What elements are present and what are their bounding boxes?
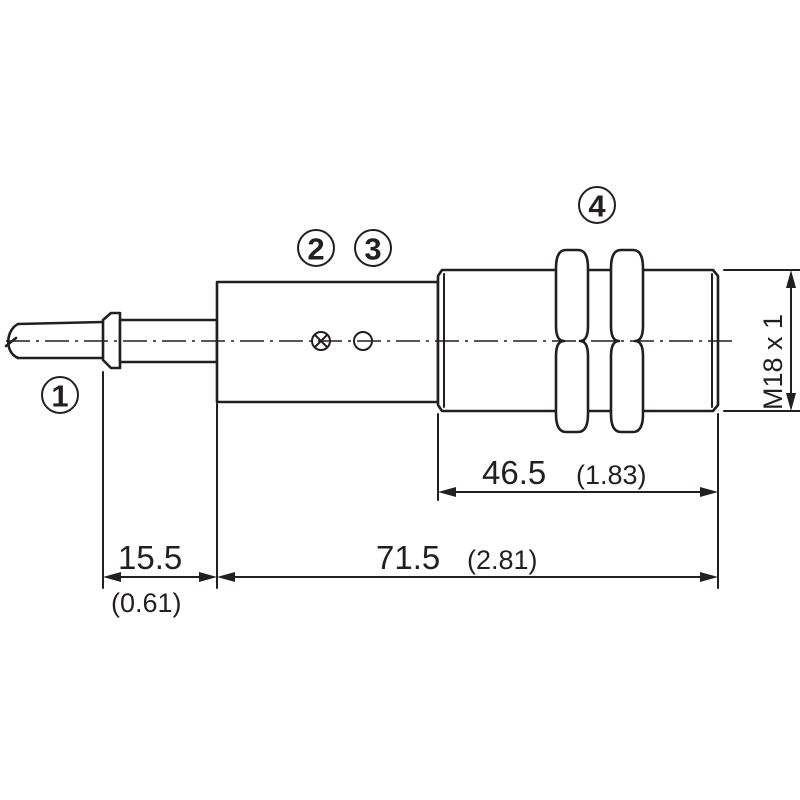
indicator-led-x-icon (311, 331, 331, 351)
callout-3: 3 (354, 229, 392, 267)
callout-4: 4 (578, 186, 616, 224)
extension-lines (102, 269, 800, 589)
dimension-cable-end-inch: (0.61) (111, 588, 182, 618)
sensor-housing (215, 280, 440, 404)
dimension-thread-length: 46.5 (1.83) (438, 454, 718, 497)
svg-text:1: 1 (51, 379, 68, 414)
dimension-total-length-value: 71.5 (376, 539, 440, 576)
cable-gland (101, 311, 219, 370)
callout-2: 2 (297, 229, 335, 267)
svg-text:4: 4 (588, 189, 606, 224)
lock-nut-2 (609, 248, 645, 434)
dimension-total-length: 71.5 (2.81) (217, 539, 718, 582)
dimension-cable-end: 15.5 (0.61) (103, 539, 217, 618)
callout-1: 1 (41, 376, 79, 414)
svg-text:3: 3 (364, 232, 381, 267)
dimension-thread-length-inch: (1.83) (576, 460, 647, 490)
dimension-cable-end-value: 15.5 (118, 539, 182, 576)
dimension-thread-length-value: 46.5 (482, 454, 546, 491)
dimension-thread: M18 x 1 (758, 270, 796, 411)
dimension-total-length-inch: (2.81) (467, 545, 538, 575)
indicator-led-icon (353, 331, 373, 351)
dimension-thread-label: M18 x 1 (758, 314, 788, 410)
svg-text:2: 2 (307, 232, 324, 267)
cable (4, 320, 105, 360)
